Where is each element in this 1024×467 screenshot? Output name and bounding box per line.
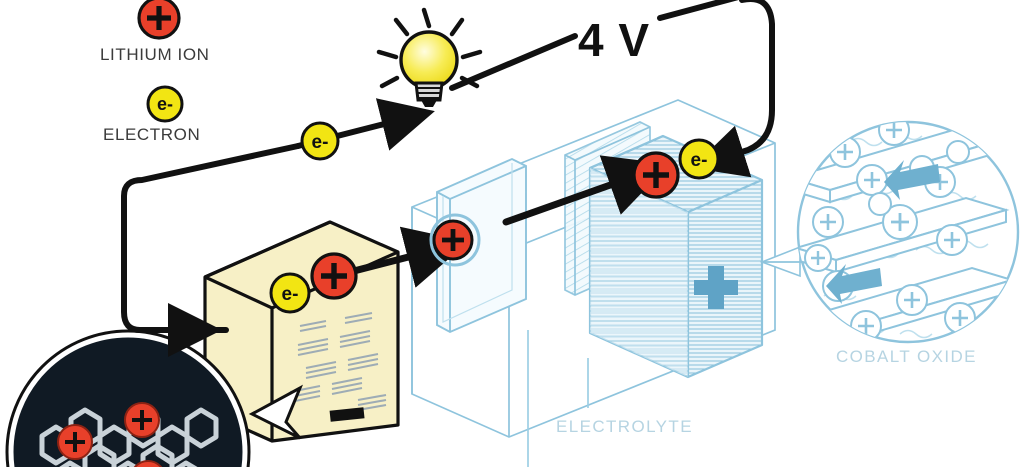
legend-electron-label: ELECTRON bbox=[103, 125, 200, 144]
cathode-electron: e- bbox=[678, 138, 720, 180]
cobalt-oxide-label: COBALT OXIDE bbox=[836, 347, 977, 366]
anode-minus-sign bbox=[329, 407, 365, 422]
separator-lithium-ion bbox=[429, 213, 481, 267]
graphite-ion-group bbox=[57, 402, 166, 467]
light-bulb-icon bbox=[376, 7, 483, 107]
legend-electron: e- ELECTRON bbox=[103, 85, 200, 144]
part-leader-lines bbox=[527, 330, 589, 467]
cathode-lithium-ion bbox=[632, 151, 680, 199]
anode-electron: e- bbox=[269, 272, 311, 314]
electron-symbol: e- bbox=[282, 284, 299, 305]
legend-lithium-ion: LITHIUM ION bbox=[100, 0, 210, 64]
legend-electron-symbol: e- bbox=[157, 94, 173, 114]
anode-lithium-ion bbox=[310, 252, 358, 300]
voltage-label: 4 V bbox=[578, 14, 650, 66]
cobalt-ion-group bbox=[804, 122, 976, 342]
electron-on-wire: e- bbox=[300, 121, 340, 161]
cobalt-oxide-callout: COBALT OXIDE bbox=[759, 120, 1020, 366]
electrolyte-label: ELECTROLYTE bbox=[556, 417, 693, 436]
circuit-wire bbox=[121, 0, 775, 357]
cathode-plus-sign bbox=[694, 266, 738, 309]
cobalt-flow-arrow bbox=[826, 160, 940, 304]
electron-symbol: e- bbox=[312, 132, 329, 153]
legend-lithium-ion-label: LITHIUM ION bbox=[100, 45, 210, 64]
graphite-callout bbox=[5, 329, 303, 467]
electron-symbol: e- bbox=[691, 150, 708, 171]
ion-flow-arrows bbox=[346, 155, 670, 288]
